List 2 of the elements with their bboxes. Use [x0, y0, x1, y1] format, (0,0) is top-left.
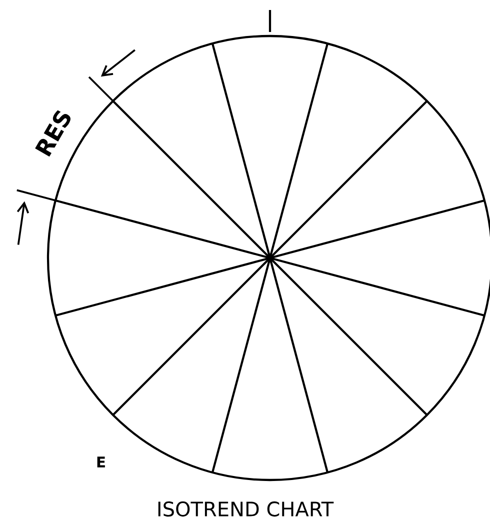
chart-title: ISOTREND CHART	[158, 501, 334, 517]
letter-label: E	[97, 456, 105, 468]
